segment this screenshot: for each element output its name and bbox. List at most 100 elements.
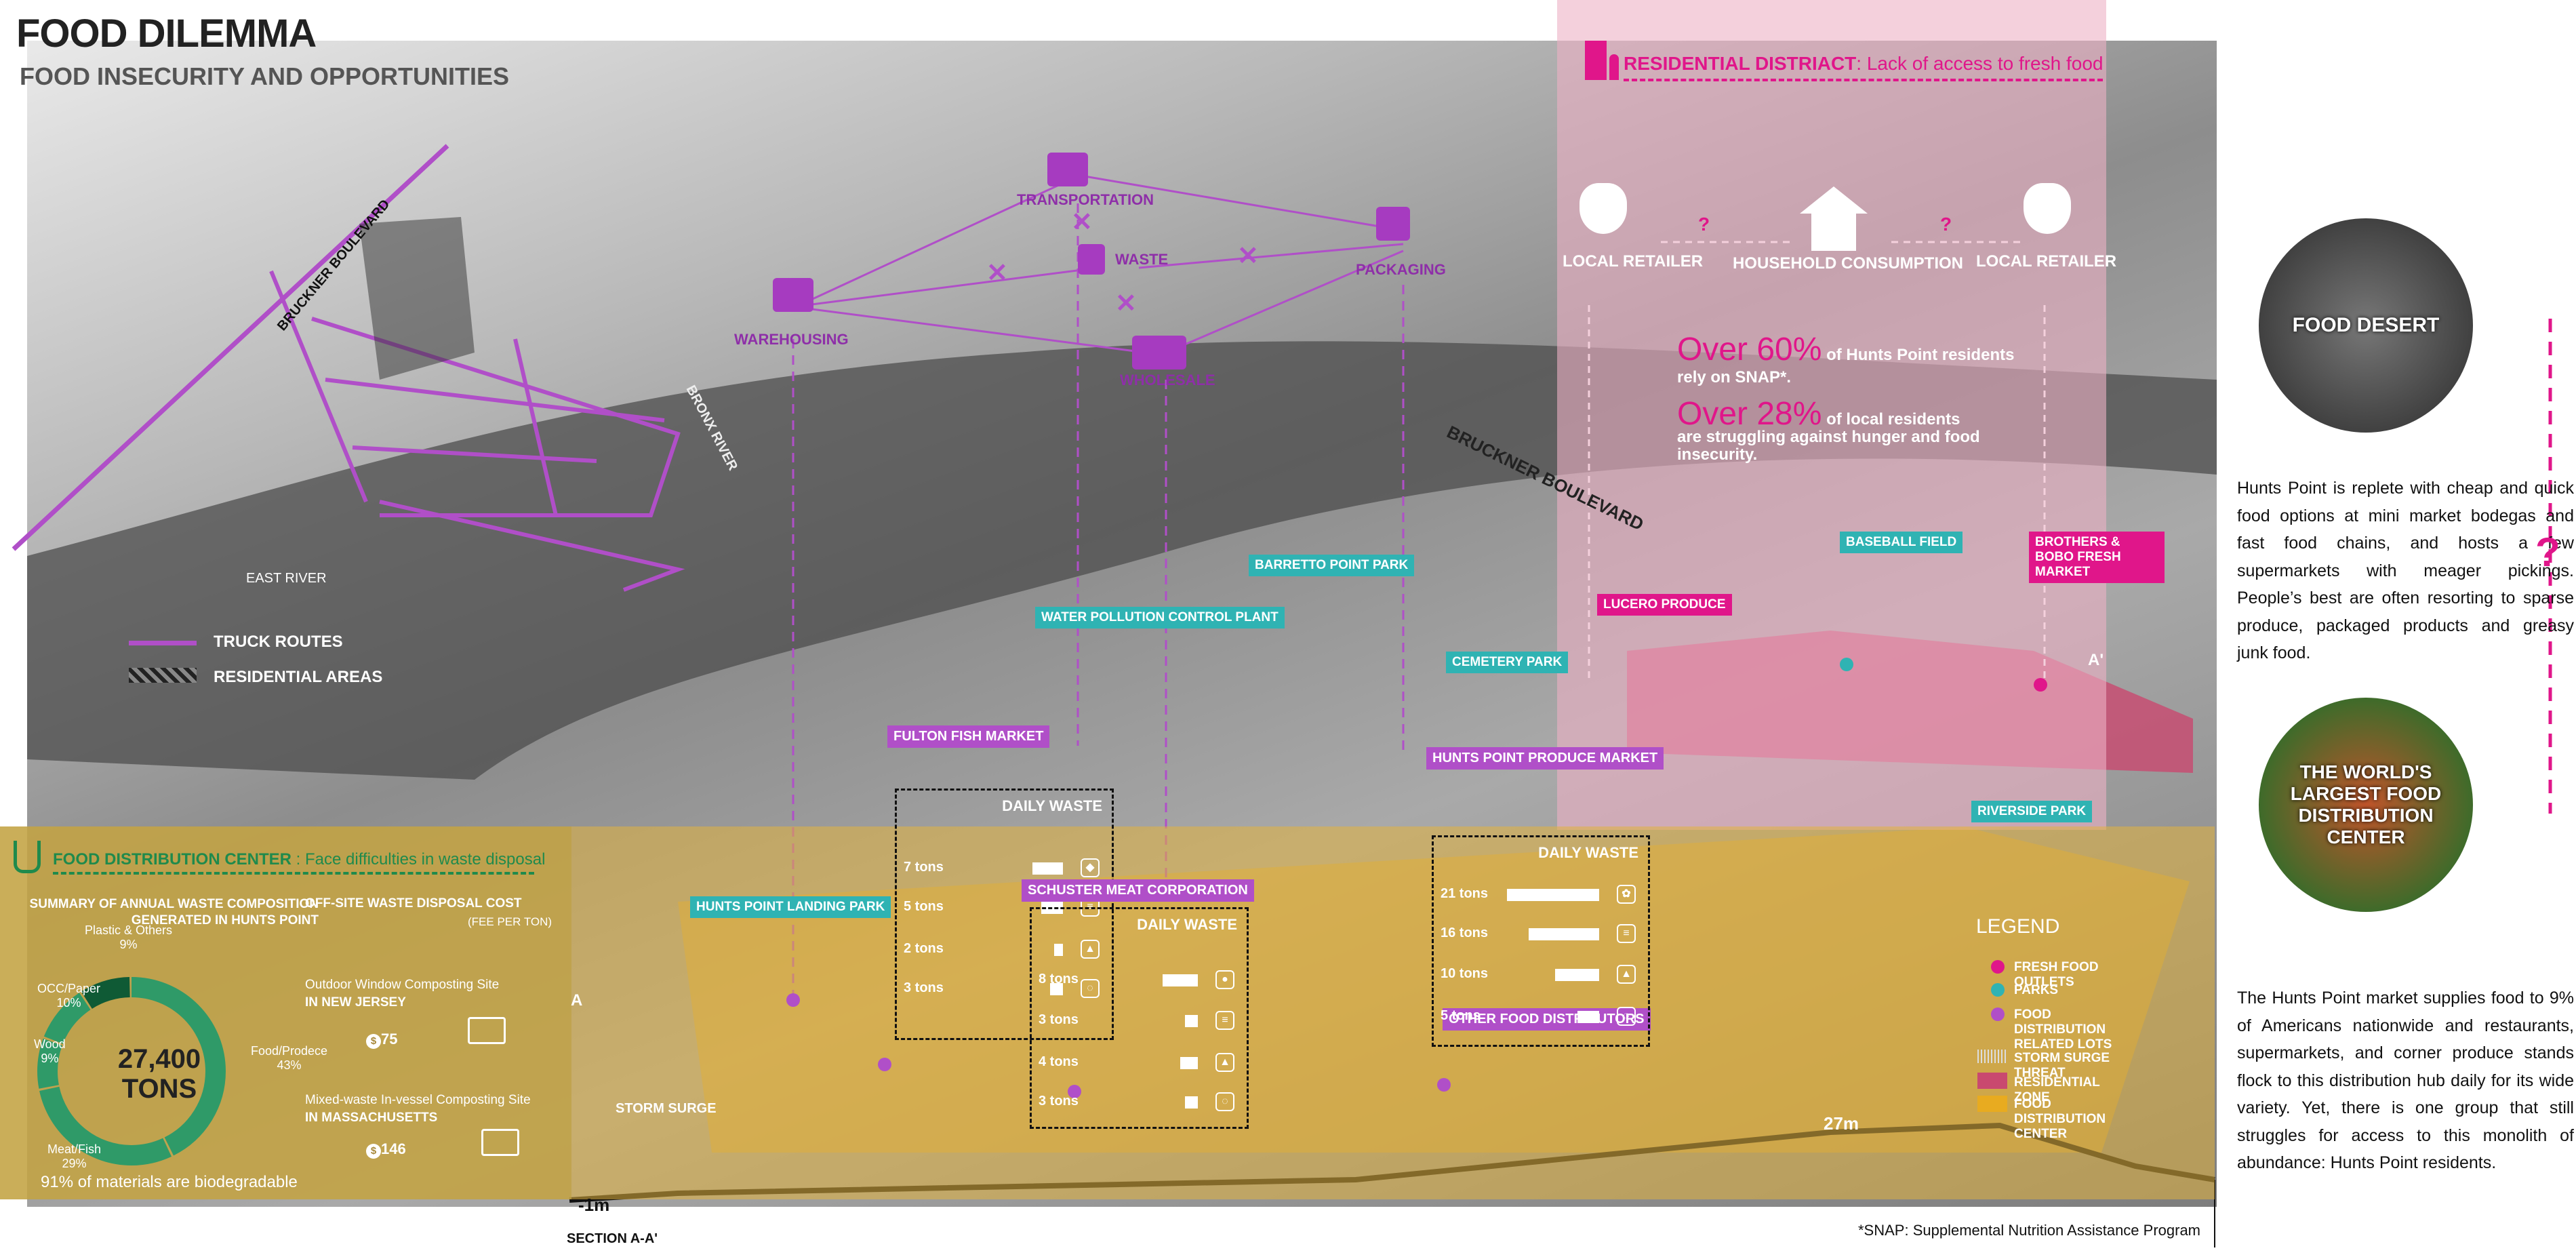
waste-row: 5 tons≡ [904, 898, 1105, 918]
packaging-label: PACKAGING [1356, 261, 1446, 278]
question-mark: ? [1698, 214, 1710, 235]
residential-heading: RESIDENTIAL DISTRIACT: Lack of access to… [1624, 53, 2104, 81]
dollar-icon: $ [366, 1144, 381, 1159]
summary-line: SUMMARY OF ANNUAL WASTE COMPOSITION [29, 897, 319, 911]
truck-routes [12, 144, 449, 551]
slice-value: 43% [277, 1058, 302, 1072]
fdc-heading: FOOD DISTRIBUTION CENTER : Face difficul… [53, 850, 545, 875]
compost-truck-icon [468, 1017, 506, 1044]
biodegradable-note: 91% of materials are biodegradable [41, 1173, 298, 1191]
waste-bar [1529, 928, 1599, 940]
site-location: IN NEW JERSEY [305, 995, 406, 1010]
waste-amount: 3 tons [1039, 1094, 1079, 1109]
distribution-center-photo: THE WORLD'S LARGEST FOOD DISTRIBUTION CE… [2259, 698, 2473, 912]
waste-donut-chart [37, 977, 226, 1165]
slice-value: 9% [119, 938, 138, 951]
waste-row: 7 tons◆ [904, 858, 1105, 879]
legend-swatch-storm [1977, 1050, 2007, 1063]
legend-item: PARKS [2014, 983, 2059, 997]
waste-amount: 5 tons [1441, 1008, 1481, 1023]
waste-amount: 21 tons [1441, 886, 1489, 901]
east-river-label: EAST RIVER [246, 571, 327, 586]
waste-row: 3 tons≡ [1039, 1011, 1240, 1031]
slice-value: 29% [62, 1157, 87, 1170]
legend-item: STORM SURGE THREAT [2014, 1051, 2110, 1080]
household-consumption-label: HOUSEHOLD CONSUMPTION [1733, 254, 1964, 273]
daily-waste-heading: DAILY WASTE [1002, 797, 1102, 814]
cost-value: 146 [381, 1140, 406, 1157]
page-title: FOOD DILEMMA [16, 12, 317, 56]
truck-routes-label: TRUCK ROUTES [214, 633, 343, 651]
section-marker-a: A [571, 991, 583, 1010]
elevation-high-label: 27m [1824, 1113, 1859, 1134]
waste-bar [1180, 1057, 1198, 1069]
waste-row: 3 tons◌ [904, 979, 1105, 999]
waste-amount: 7 tons [904, 860, 944, 875]
legend-swatch-parks [1991, 983, 2005, 997]
landing-park-label: HUNTS POINT LANDING PARK [690, 896, 891, 918]
daily-waste-heading: DAILY WASTE [1137, 916, 1237, 933]
factory-icon [1132, 336, 1186, 370]
summary-line: GENERATED IN HUNTS POINT [131, 913, 319, 927]
waste-amount: 5 tons [904, 899, 944, 914]
daily-waste-table-produce: DAILY WASTE 21 tons✿ 16 tons≡ 10 tons▲ 5… [1432, 835, 1650, 1047]
snap-footnote: *SNAP: Supplemental Nutrition Assistance… [1858, 1222, 2201, 1239]
legend: LEGEND FRESH FOOD OUTLETS PARKS FOOD DIS… [1976, 915, 2132, 1141]
residential-subtitle: : Lack of access to fresh food [1856, 53, 2104, 74]
food-desert-label: FOOD DESERT [2292, 314, 2440, 336]
stat-snap-text: of Hunts Point residents [1826, 346, 2015, 364]
truck-route-network [269, 270, 685, 592]
section-marker-a-prime: A' [2088, 651, 2104, 669]
waste-bar [1049, 983, 1063, 995]
barretto-point-park-label: BARRETTO POINT PARK [1249, 555, 1415, 576]
truck-route-swatch [129, 641, 197, 645]
market-label-schuster: SCHUSTER MEAT CORPORATION [1022, 879, 1254, 902]
lot-marker [1068, 1085, 1081, 1098]
waste-bar [1506, 889, 1599, 901]
market-label-produce: HUNTS POINT PRODUCE MARKET [1426, 747, 1664, 770]
waste-summary-title: SUMMARY OF ANNUAL WASTE COMPOSITION GENER… [7, 896, 319, 929]
x-mark-icon: ✕ [1237, 242, 1259, 271]
wpcp-label: WATER POLLUTION CONTROL PLANT [1035, 607, 1285, 628]
legend-item: RESIDENTIAL ZONE [2014, 1075, 2100, 1104]
food-desert-paragraph: Hunts Point is replete with cheap and qu… [2237, 479, 2574, 662]
elevation-low-label: -1m [578, 1195, 610, 1215]
wood-icon: ▲ [1617, 965, 1636, 984]
plastic-icon: ◌ [1215, 1092, 1234, 1111]
waste-row: 5 tons ◌ [1441, 1007, 1641, 1027]
plastic-icon: ◌ [1081, 979, 1100, 998]
lot-marker [878, 1058, 891, 1071]
waste-row: 3 tons ◌ [1039, 1092, 1240, 1113]
trash-icon [1078, 244, 1105, 275]
disposal-cost-title: OFF-SITE WASTE DISPOSAL COST [305, 896, 522, 911]
stat-hunger-value: Over 28% [1677, 396, 1822, 432]
plastic-icon: ◌ [1617, 1007, 1636, 1026]
waste-row: 21 tons✿ [1441, 885, 1641, 905]
building-icon [1585, 41, 1607, 80]
cemetery-park-label: CEMETERY PARK [1446, 652, 1569, 673]
local-retailer-right-label: LOCAL RETAILER [1976, 252, 2117, 271]
daily-waste-heading: DAILY WASTE [1538, 844, 1638, 861]
fdc-subtitle: : Face difficulties in waste disposal [291, 850, 546, 869]
donut-slice-food-prodece [37, 977, 226, 1165]
site-new-jersey-cost: $75 [366, 1031, 397, 1049]
residential-hatch [359, 217, 475, 380]
brothers-bobo-label: BROTHERS & BOBO FRESH MARKET [2029, 532, 2165, 583]
residential-title: RESIDENTIAL DISTRIACT [1624, 53, 1857, 74]
cost-value: 75 [381, 1031, 398, 1048]
waste-row: 16 tons≡ [1441, 924, 1641, 944]
waste-bar [1032, 862, 1063, 875]
legend-item: FOOD DISTRIBUTION CENTER [2014, 1097, 2106, 1141]
vegetables-icon [1579, 183, 1627, 234]
residential-hatch-swatch [129, 668, 197, 683]
waste-amount: 3 tons [1039, 1012, 1079, 1027]
stat-hunger-text: of local residents [1826, 410, 1960, 428]
total-tons-value: 27,400 [117, 1044, 201, 1074]
legend-item: FOOD DISTRIBUTION RELATED LOTS [2014, 1007, 2112, 1052]
stat-hunger-text2: are struggling against hunger and food i… [1677, 428, 1980, 464]
waste-row: 2 tons▲ [904, 940, 1105, 960]
warehousing-label: WAREHOUSING [734, 331, 849, 348]
